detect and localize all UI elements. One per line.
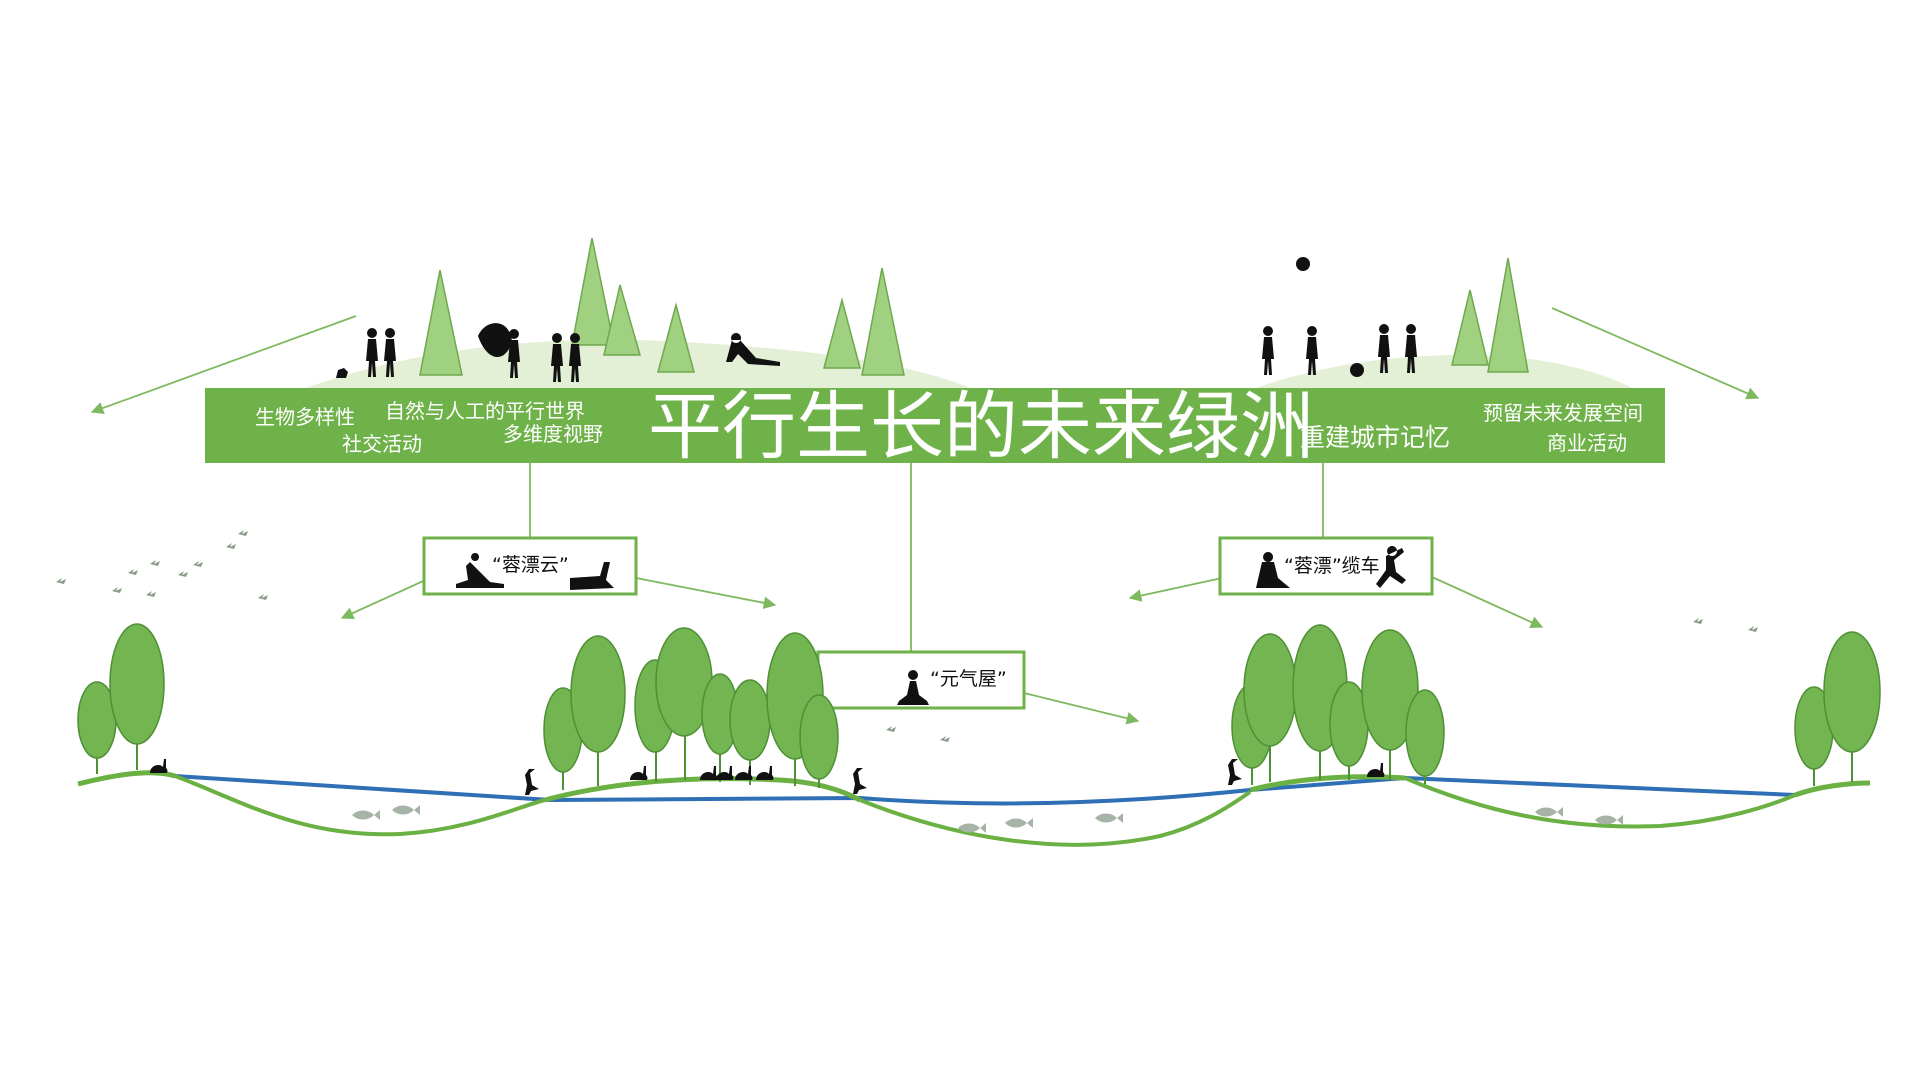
riverbed — [174, 774, 546, 837]
bird-icon — [258, 594, 268, 600]
bird-icon — [128, 569, 138, 575]
banner-reserve-space: 预留未来发展空间 — [1483, 401, 1643, 425]
bird-icon — [886, 726, 896, 732]
banner-biodiversity: 生物多样性 — [255, 405, 355, 429]
cone-tree-icon — [419, 237, 1529, 376]
hill-right — [1245, 355, 1640, 392]
banner-commerce: 商业活动 — [1547, 431, 1627, 455]
connectors — [90, 307, 1760, 725]
cable-rider-icon — [1256, 552, 1290, 588]
fish-icon — [1095, 813, 1123, 823]
riverbed — [1404, 776, 1796, 829]
tree-icon — [570, 635, 626, 753]
ball-icon — [1350, 363, 1364, 377]
tree-group-center-left — [543, 627, 839, 790]
banner-parallel-world: 自然与人工的平行世界 — [385, 399, 585, 423]
fish-icon — [352, 810, 380, 820]
banner-multi-view: 多维度视野 — [503, 422, 603, 446]
tree-icon — [729, 679, 771, 761]
ball-icon — [1296, 257, 1310, 271]
bird-icon — [150, 560, 160, 566]
fish-icon — [392, 805, 420, 815]
node-cable: “蓉漂”缆车 — [1218, 536, 1434, 596]
rabbit-icon — [630, 766, 648, 780]
bird-icon — [112, 587, 122, 593]
fish-icon — [1005, 818, 1033, 828]
heron-icon — [1228, 759, 1242, 785]
silhouettes-left — [336, 323, 780, 382]
cat-icon — [716, 766, 734, 780]
tree-icon — [1243, 633, 1297, 747]
node-house: “元气屋” — [816, 650, 1026, 710]
bird-icon — [1693, 618, 1703, 624]
animals — [150, 759, 1385, 795]
fish-school — [352, 805, 1623, 833]
arrow-house-right — [1023, 692, 1140, 725]
bird-icon — [56, 578, 66, 584]
bird-icon — [1748, 626, 1758, 632]
heron-icon — [853, 768, 867, 794]
cat-icon — [756, 766, 774, 780]
node-cloud: “蓉漂云” — [422, 536, 638, 596]
reclining-person-icon — [570, 562, 614, 590]
cat-icon — [700, 766, 718, 780]
dancer-icon — [1376, 546, 1406, 588]
fish-icon — [1535, 807, 1563, 817]
sitting-person-icon — [726, 333, 780, 366]
tree-icon — [1361, 629, 1419, 751]
arrow-upper-left — [90, 315, 357, 415]
banner-social: 社交活动 — [342, 432, 422, 456]
arrow-cloud-right — [635, 577, 777, 610]
heron-icon — [525, 769, 539, 795]
node-cloud-label: “蓉漂云” — [492, 554, 569, 576]
person-icon — [1262, 326, 1274, 375]
rabbit-icon — [150, 759, 168, 773]
yoga-person-icon — [456, 553, 504, 588]
tree-icon — [1823, 631, 1881, 753]
bird-icon — [146, 591, 156, 597]
tree-group-center-right — [1231, 624, 1445, 785]
rabbit-icon — [1367, 763, 1385, 777]
riverbed — [859, 790, 1252, 847]
hill-left — [295, 339, 980, 392]
bird-icon — [226, 543, 236, 549]
river-section — [77, 770, 1871, 847]
bird-icon — [178, 571, 188, 577]
tree-icon — [109, 623, 165, 745]
node-house-label: “元气屋” — [930, 668, 1007, 690]
person-icon — [1306, 326, 1318, 375]
page-title: 平行生长的未来绿洲 — [648, 384, 1314, 470]
tree-icon — [799, 694, 839, 780]
cat-icon — [735, 766, 753, 780]
bird-icon — [193, 561, 203, 567]
title-banner: 生物多样性 自然与人工的平行世界 社交活动 多维度视野 平行生长的未来绿洲 重建… — [205, 384, 1665, 470]
dog-icon — [336, 368, 348, 378]
tree-icon — [1405, 689, 1445, 777]
banner-city-memory: 重建城市记忆 — [1300, 423, 1450, 452]
silhouettes-right — [1262, 257, 1417, 377]
arrow-cable-right — [1431, 576, 1544, 629]
arrow-upper-right — [1551, 307, 1760, 400]
bird-flock — [56, 530, 1758, 742]
bird-icon — [238, 530, 248, 536]
tree-group-left — [77, 623, 165, 774]
upper-scene — [295, 237, 1640, 392]
river-water — [174, 774, 1796, 806]
umbrella-icon — [478, 323, 512, 358]
node-cable-label: “蓉漂”缆车 — [1284, 555, 1380, 577]
bird-icon — [940, 736, 950, 742]
tree-group-right — [1794, 631, 1881, 786]
